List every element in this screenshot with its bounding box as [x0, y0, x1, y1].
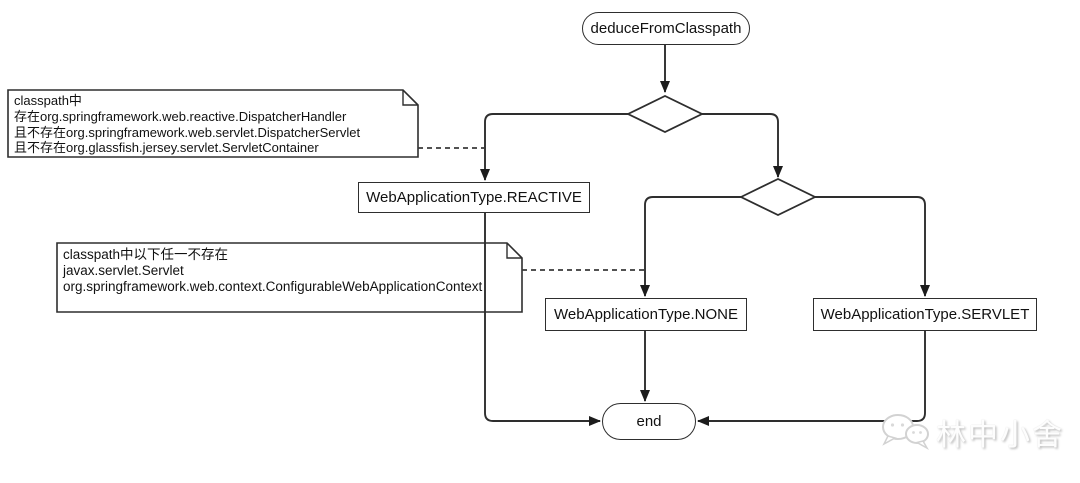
- note2-line: classpath中以下任一不存在: [63, 247, 229, 262]
- decision2-diamond: [738, 177, 818, 217]
- note2-fold-corner: [506, 243, 522, 259]
- node-deduce-from-classpath-label: deduceFromClasspath: [590, 20, 742, 37]
- node-webapplicationtype-none: WebApplicationType.NONE: [545, 298, 747, 331]
- node-webapplicationtype-reactive: WebApplicationType.REACTIVE: [358, 182, 590, 213]
- edge-decision1-to-reactive: [480, 113, 628, 181]
- node-none-label: WebApplicationType.NONE: [554, 306, 738, 323]
- note1-line: 存在org.springframework.web.reactive.Dispa…: [14, 108, 347, 124]
- watermark: 林中小舍: [878, 410, 1064, 454]
- note1-line: 且不存在org.glassfish.jersey.servlet.Servlet…: [14, 140, 319, 156]
- node-end-label: end: [636, 413, 662, 430]
- node-servlet-label: WebApplicationType.SERVLET: [820, 306, 1030, 323]
- edge-decision1-to-decision2: [702, 113, 783, 178]
- node-webapplicationtype-servlet: WebApplicationType.SERVLET: [813, 298, 1037, 331]
- note2-text: classpath中以下任一不存在 javax.servlet.Servlet …: [63, 247, 482, 295]
- edge-servlet-to-end: [697, 331, 926, 426]
- node-end: end: [602, 403, 696, 440]
- note1-line: 且不存在org.springframework.web.servlet.Disp…: [14, 124, 361, 140]
- edge-decision2-to-none: [640, 196, 741, 297]
- node-deduce-from-classpath: deduceFromClasspath: [582, 12, 750, 45]
- note1-fold-corner: [402, 90, 418, 106]
- note2-line: org.springframework.web.context.Configur…: [63, 279, 483, 294]
- node-reactive-label: WebApplicationType.REACTIVE: [366, 189, 582, 206]
- note2-line: javax.servlet.Servlet: [63, 263, 184, 278]
- note1-shape: [7, 89, 419, 158]
- wechat-chat-bubbles-icon: [882, 414, 929, 450]
- watermark-text: 林中小舍: [936, 419, 1064, 452]
- note1-line: classpath中: [14, 93, 82, 108]
- edge-decision2-to-servlet: [815, 196, 930, 297]
- note2-shape: [56, 242, 523, 313]
- edge-reactive-to-end: [484, 213, 601, 426]
- note1-text: classpath中 存在org.springframework.web.rea…: [14, 93, 360, 156]
- decision1-diamond: [625, 94, 705, 134]
